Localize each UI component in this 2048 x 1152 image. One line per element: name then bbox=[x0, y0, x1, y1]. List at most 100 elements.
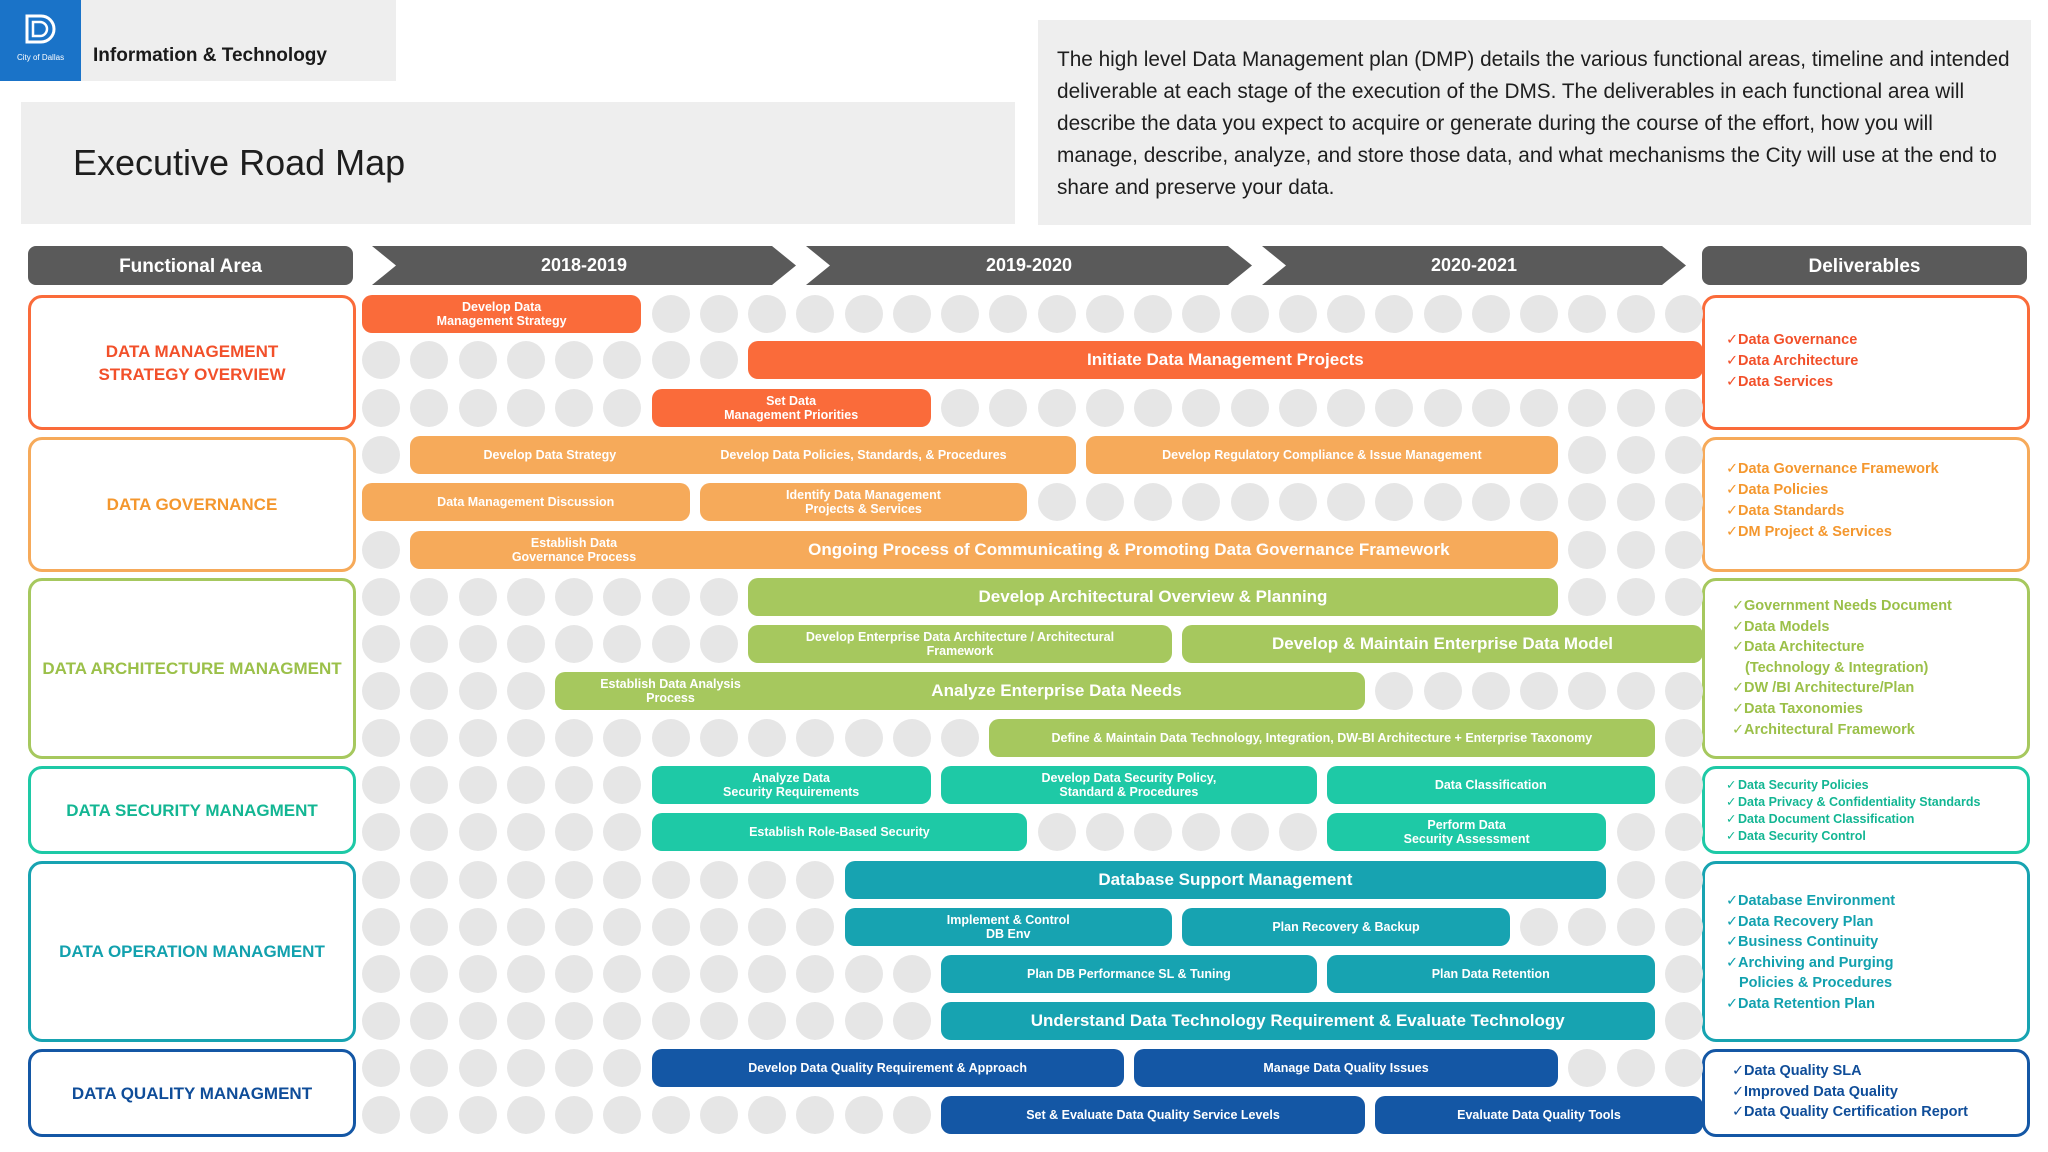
city-of-dallas-logo-icon bbox=[25, 14, 56, 44]
deliverables-list: Data Governance Framework Data Policies … bbox=[1738, 459, 1939, 543]
logo-text: City of Dallas bbox=[16, 53, 65, 62]
timeline-slot-dot bbox=[1423, 483, 1462, 521]
timeline-slot-dot bbox=[1568, 531, 1607, 569]
timeline-slot-dot bbox=[555, 766, 593, 804]
area-security: DATA SECURITY MANAGMENT bbox=[28, 766, 356, 854]
timeline-slot-dot bbox=[362, 1049, 400, 1087]
timeline-slot-dot bbox=[1037, 813, 1076, 851]
task-bar: Implement & Control DB Env bbox=[844, 908, 1172, 946]
timeline-slot-dot bbox=[1664, 483, 1703, 521]
timeline-slot-dot bbox=[892, 719, 931, 757]
timeline-slot-dot bbox=[603, 813, 642, 851]
timeline-slot-dot bbox=[458, 766, 497, 804]
deliverables-quality: Data Quality SLA Improved Data Quality D… bbox=[1702, 1049, 2030, 1137]
timeline-slot-dot bbox=[1616, 389, 1655, 427]
area-strategy: DATA MANAGEMENT STRATEGY OVERVIEW bbox=[28, 295, 356, 430]
timeline-slot-dot bbox=[651, 295, 690, 333]
task-bar: Identify Data Management Projects & Serv… bbox=[699, 483, 1028, 521]
timeline-slot-dot bbox=[410, 578, 449, 616]
timeline-slot-dot bbox=[410, 719, 449, 757]
task-bar: Plan Recovery & Backup bbox=[1182, 908, 1510, 946]
deliverable-item: DM Project & Services bbox=[1738, 522, 1939, 543]
timeline-slot-dot bbox=[555, 955, 593, 993]
functional-area-header: Functional Area bbox=[28, 246, 353, 285]
timeline-slot-dot bbox=[1616, 483, 1655, 521]
timeline-slot-dot bbox=[1664, 295, 1703, 333]
timeline-slot-dot bbox=[1327, 295, 1365, 333]
timeline-slot-dot bbox=[458, 1049, 497, 1087]
task-bar: Database Support Management bbox=[844, 861, 1607, 899]
timeline-slot-dot bbox=[362, 908, 400, 946]
deliverable-item: Architectural Framework bbox=[1744, 720, 1952, 741]
timeline-slot-dot bbox=[1616, 295, 1655, 333]
task-bar: Develop Regulatory Compliance & Issue Ma… bbox=[1085, 436, 1558, 474]
timeline-slot-dot bbox=[1278, 813, 1317, 851]
timeline-slot-dot bbox=[410, 766, 449, 804]
timeline-slot-dot bbox=[603, 955, 642, 993]
timeline-slot-dot bbox=[603, 578, 642, 616]
deliverable-item: Database Environment bbox=[1738, 891, 1895, 912]
timeline-slot-dot bbox=[651, 578, 690, 616]
task-bar: Initiate Data Management Projects bbox=[748, 341, 1703, 379]
deliverables-strategy: Data Governance Data Architecture Data S… bbox=[1702, 295, 2030, 430]
deliverable-item: Data Quality Certification Report bbox=[1744, 1102, 1968, 1123]
timeline-slot-dot bbox=[1037, 483, 1076, 521]
timeline-slot-dot bbox=[699, 1002, 738, 1040]
timeline-slot-dot bbox=[603, 1096, 642, 1134]
timeline-slot-dot bbox=[410, 908, 449, 946]
timeline-slot-dot bbox=[1568, 672, 1607, 710]
timeline-slot-dot bbox=[555, 1002, 593, 1040]
deliverables-header: Deliverables bbox=[1702, 246, 2027, 285]
timeline-slot-dot bbox=[796, 955, 835, 993]
timeline-slot-dot bbox=[1375, 389, 1414, 427]
timeline-slot-dot bbox=[1568, 295, 1607, 333]
timeline-slot-dot bbox=[362, 1002, 400, 1040]
timeline-slot-dot bbox=[362, 531, 400, 569]
timeline-slot-dot bbox=[1471, 483, 1510, 521]
timeline-slot-dot bbox=[1182, 483, 1221, 521]
title-panel: Executive Road Map bbox=[21, 102, 1015, 224]
deliverable-item: Data Quality SLA bbox=[1744, 1061, 1968, 1082]
timeline-slot-dot bbox=[410, 341, 449, 379]
timeline-slot-dot bbox=[892, 295, 931, 333]
timeline-slot-dot bbox=[651, 719, 690, 757]
timeline-slot-dot bbox=[362, 719, 400, 757]
timeline-slot-dot bbox=[555, 578, 593, 616]
timeline-slot-dot bbox=[603, 341, 642, 379]
timeline-slot-dot bbox=[941, 295, 979, 333]
timeline-slot-dot bbox=[555, 389, 593, 427]
timeline-slot-dot bbox=[1568, 908, 1607, 946]
timeline-slot-dot bbox=[1664, 1049, 1703, 1087]
timeline-slot-dot bbox=[1134, 813, 1172, 851]
timeline-slot-dot bbox=[1423, 389, 1462, 427]
timeline-slot-dot bbox=[651, 625, 690, 663]
timeline-slot-dot bbox=[506, 1002, 545, 1040]
timeline-slot-dot bbox=[458, 625, 497, 663]
timeline-slot-dot bbox=[844, 1096, 883, 1134]
deliverable-item: Data Privacy & Confidentiality Standards bbox=[1738, 794, 1980, 811]
timeline-slot-dot bbox=[410, 672, 449, 710]
timeline-slot-dot bbox=[1616, 861, 1655, 899]
period-label-3: 2020-2021 bbox=[1430, 255, 1518, 275]
timeline-slot-dot bbox=[1134, 483, 1172, 521]
timeline-slot-dot bbox=[796, 1096, 835, 1134]
deliverables-list: Government Needs Document Data Models Da… bbox=[1744, 596, 1952, 741]
timeline-slot-dot bbox=[699, 295, 738, 333]
timeline-slot-dot bbox=[748, 1096, 786, 1134]
period-label-2: 2019-2020 bbox=[985, 255, 1073, 275]
task-bar: Develop & Maintain Enterprise Data Model bbox=[1182, 625, 1703, 663]
timeline-slot-dot bbox=[1616, 531, 1655, 569]
timeline-slot-dot bbox=[941, 719, 979, 757]
timeline-slot-dot bbox=[748, 295, 786, 333]
timeline-slot-dot bbox=[506, 672, 545, 710]
timeline-slot-dot bbox=[1278, 295, 1317, 333]
org-name: Information & Technology Services bbox=[93, 45, 327, 177]
timeline-slot-dot bbox=[748, 861, 786, 899]
deliverable-item: Government Needs Document bbox=[1744, 596, 1952, 617]
timeline-slot-dot bbox=[892, 955, 931, 993]
timeline-slot-dot bbox=[362, 341, 400, 379]
area-label-quality: DATA QUALITY MANAGMENT bbox=[71, 1083, 313, 1103]
timeline-slot-dot bbox=[941, 389, 979, 427]
timeline-slot-dot bbox=[555, 1096, 593, 1134]
timeline-slot-dot bbox=[1230, 389, 1269, 427]
